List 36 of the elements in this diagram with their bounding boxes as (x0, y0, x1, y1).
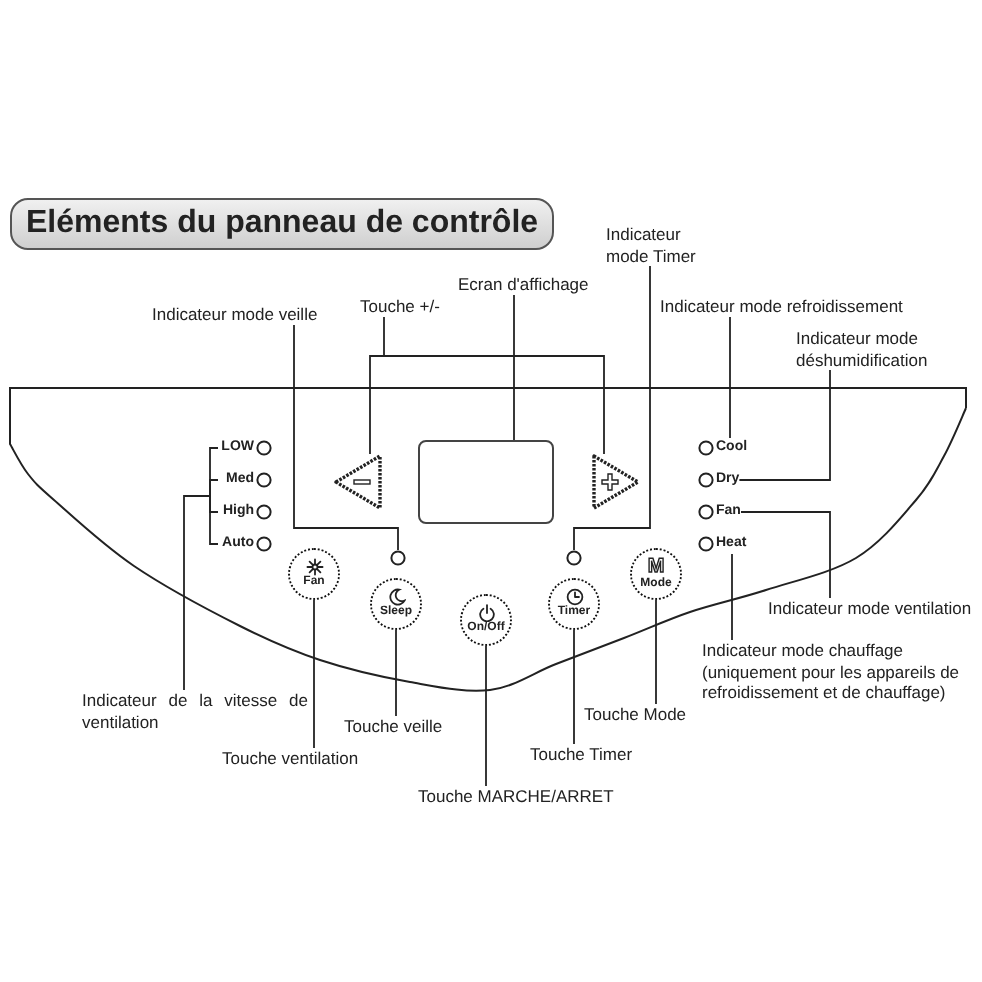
callout-label: Touche +/- (360, 296, 440, 317)
callout-label: Touche Mode (584, 704, 687, 725)
leader-line (369, 355, 385, 455)
leader-line (573, 265, 651, 551)
callout-label: Indicateur mode Timer (606, 224, 710, 266)
leader-line (485, 645, 487, 787)
leader-line (573, 629, 575, 745)
callout-label: Touche Timer (530, 744, 633, 765)
callout-label: Ecran d'affichage (458, 274, 589, 295)
right-arrow-key (592, 454, 640, 510)
leader-line (209, 479, 219, 497)
display-screen (418, 440, 554, 524)
led-icon (566, 550, 582, 566)
leader-line (293, 324, 399, 551)
leader-line (209, 495, 219, 545)
title-banner: Eléments du panneau de contrôle (10, 198, 554, 250)
leader-line (740, 511, 831, 599)
left-arrow-key (334, 454, 382, 510)
callout-label: Indicateur de la vitesse de ventilation (82, 690, 308, 732)
leader-line (729, 316, 731, 439)
callout-label: Indicateur mode ventilation (768, 598, 972, 619)
callout-label: Indicateur mode refroidissement (660, 296, 903, 317)
leader-line (183, 495, 211, 691)
callout-label: Indicateur mode veille (152, 304, 318, 325)
callout-label: Touche veille (344, 716, 443, 737)
callout-label: Indicateur mode déshumidification (796, 328, 944, 370)
callout-label: Touche MARCHE/ARRET (418, 786, 614, 807)
callout-label: Touche ventilation (222, 748, 359, 769)
callout-label: Indicateur mode chauffage (uniquement pour les appareils de refroidissement et de chauffage) (702, 640, 982, 703)
leader-line (513, 294, 515, 441)
leader-line (395, 629, 397, 717)
leader-line (731, 553, 733, 641)
leader-line (738, 369, 831, 481)
leader-line (655, 599, 657, 705)
leader-line (313, 599, 315, 749)
led-icon (390, 550, 406, 566)
